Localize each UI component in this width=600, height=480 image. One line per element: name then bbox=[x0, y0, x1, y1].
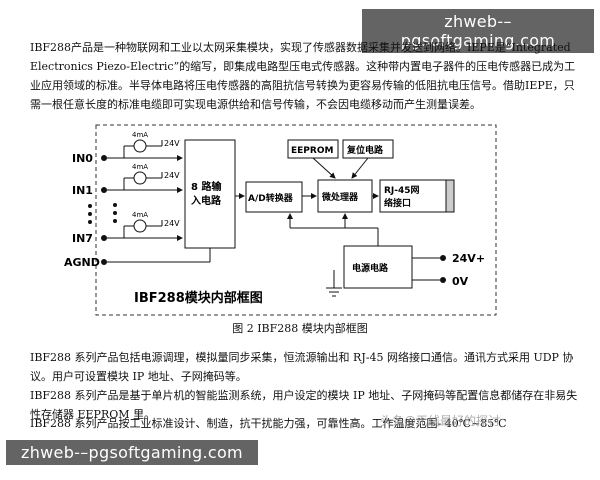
adc-label: A/D转换器 bbox=[248, 192, 294, 204]
current-label-7: 4mA bbox=[132, 211, 148, 219]
wire-reset-mcu bbox=[351, 157, 369, 179]
diagram-title: IBF288模块内部框图 bbox=[134, 290, 263, 306]
ground-symbol bbox=[326, 270, 342, 297]
current-source-7: 4mA 24V bbox=[104, 211, 183, 241]
adc-box bbox=[245, 181, 303, 213]
current-source-1: 4mA 24V bbox=[104, 163, 183, 193]
current-source-0: 4mA 24V bbox=[104, 131, 183, 161]
input-in7-label: IN7 bbox=[72, 232, 93, 245]
input-in1-label: IN1 bbox=[72, 184, 93, 197]
supply-label-0: 24V bbox=[164, 139, 180, 148]
mux-label-1: 8 路输 bbox=[191, 180, 222, 193]
intro-paragraph: IBF288产品是一种物联网和工业以太网采集模块，实现了传感器数据采集并发送到网… bbox=[30, 41, 576, 111]
rj45-label-1: RJ-45网 bbox=[384, 185, 420, 196]
mcu-label: 微处理器 bbox=[321, 191, 359, 203]
overlay-text: 头条@无线最好的探讨 bbox=[380, 414, 501, 428]
terminal-24v bbox=[440, 255, 446, 261]
wire-eeprom-mcu bbox=[312, 157, 336, 179]
current-label-1: 4mA bbox=[132, 163, 148, 171]
watermark-bottom: zhweb-–pgsoftgaming.com bbox=[6, 440, 258, 465]
dot-2 bbox=[88, 212, 92, 216]
dot-1 bbox=[88, 204, 92, 208]
mux-label-2: 入电路 bbox=[191, 194, 222, 207]
rj45-label-2: 络接口 bbox=[384, 197, 411, 209]
v-zero-label: 0V bbox=[452, 275, 469, 288]
reset-label: 复位电路 bbox=[346, 144, 384, 156]
mcu-box bbox=[317, 179, 373, 213]
dot-4 bbox=[113, 203, 117, 207]
current-label-0: 4mA bbox=[132, 131, 148, 139]
input-in0-label: IN0 bbox=[72, 152, 93, 165]
figure-caption: 图 2 IBF288 模块内部框图 bbox=[232, 322, 368, 335]
input-agnd-label: AGND bbox=[64, 256, 100, 269]
power-label: 电源电路 bbox=[352, 262, 389, 274]
rj45-port-hatch bbox=[445, 179, 455, 213]
paragraph-2: IBF288 系列产品包括电源调理，模拟量同步采集，恒流源输出和 RJ-45 网… bbox=[30, 351, 574, 383]
terminal-0v bbox=[440, 277, 446, 283]
watermark-top: zhweb-–pgsoftgaming.com bbox=[362, 9, 594, 53]
eeprom-label: EEPROM bbox=[291, 146, 333, 156]
v-plus-label: 24V+ bbox=[452, 252, 485, 265]
supply-label-1: 24V bbox=[164, 171, 180, 180]
mux-box bbox=[184, 139, 236, 249]
paragraph-4: IBF288 系列产品按工业标准设计、制造，抗干扰能力强，可靠性高。工作温度范围… bbox=[30, 417, 507, 430]
supply-label-7: 24V bbox=[164, 219, 180, 228]
module-frame bbox=[95, 124, 497, 316]
rj45-box bbox=[379, 179, 447, 213]
paragraph-3: IBF288 系列产品是基于单片机的智能监测系统，用户设定的模块 IP 地址、子… bbox=[30, 389, 578, 421]
dot-5 bbox=[113, 211, 117, 215]
dot-6 bbox=[113, 219, 117, 223]
dot-3 bbox=[88, 220, 92, 224]
